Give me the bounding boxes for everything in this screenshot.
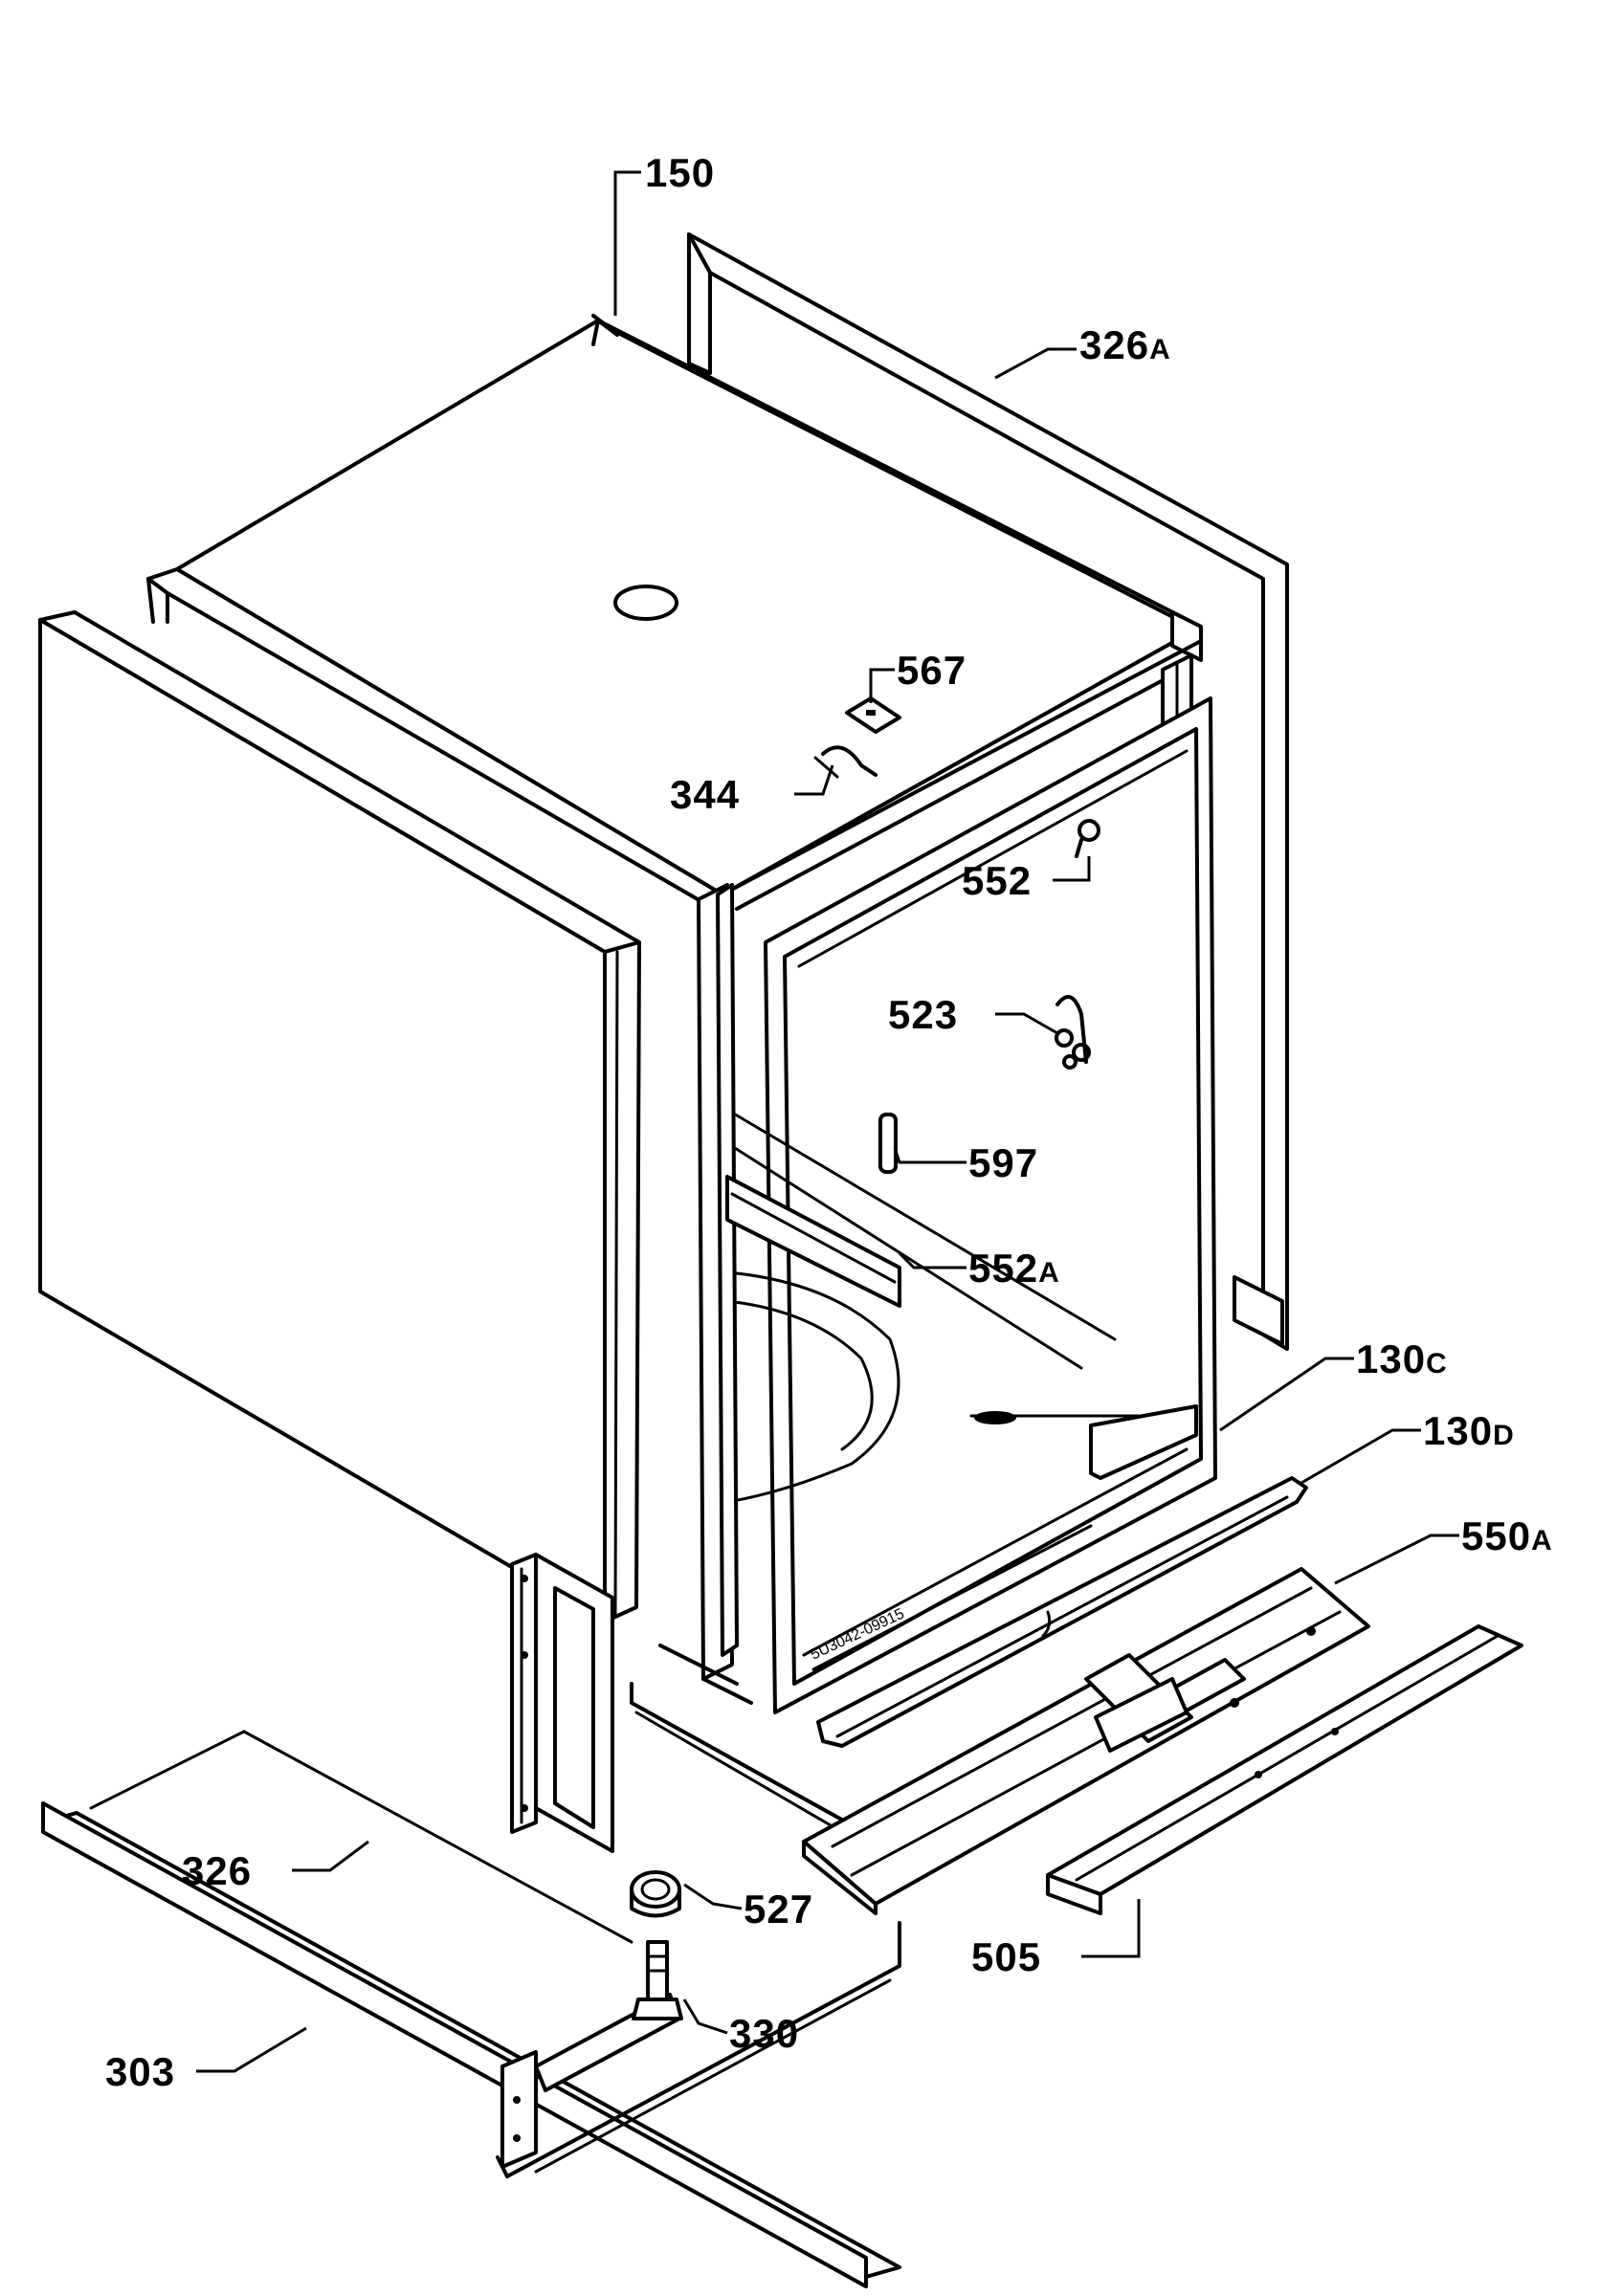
label-550a: 550A	[1461, 1513, 1553, 1558]
clip-567	[845, 696, 901, 734]
foot-330	[632, 1940, 683, 2020]
base-support-550a	[802, 1567, 1370, 1915]
label-597: 597	[968, 1140, 1038, 1185]
front-base-303	[41, 1730, 901, 2288]
label-130c: 130C	[1356, 1336, 1448, 1381]
label-567: 567	[897, 648, 967, 693]
screw-552	[1075, 819, 1100, 858]
label-552a: 552A	[968, 1246, 1060, 1291]
rail-130d	[816, 1476, 1308, 1748]
toe-rail-505	[1046, 1624, 1523, 1915]
label-505: 505	[971, 1934, 1041, 1979]
label-150: 150	[645, 150, 715, 195]
latch-597	[878, 1113, 898, 1174]
side-panel-326	[38, 610, 641, 1853]
label-523: 523	[888, 992, 958, 1037]
spring-344	[813, 745, 878, 779]
label-527: 527	[744, 1887, 813, 1932]
side-panel-326a	[687, 232, 1289, 1351]
label-330: 330	[729, 2011, 799, 2056]
leader-lines	[196, 170, 1459, 2073]
label-344: 344	[670, 772, 740, 817]
callout-labels: 150 326A 567 344 552 523 597 552A 130C 1…	[105, 150, 1553, 2094]
hinge-523	[1055, 995, 1091, 1070]
label-326a: 326A	[1079, 322, 1171, 367]
tub-cabinet-150: 5U3042-09915	[146, 314, 1217, 1834]
label-303: 303	[105, 2049, 175, 2094]
label-552: 552	[962, 858, 1032, 903]
label-130d: 130D	[1423, 1408, 1515, 1453]
foot-527	[630, 1870, 681, 1918]
label-326: 326	[182, 1848, 252, 1893]
